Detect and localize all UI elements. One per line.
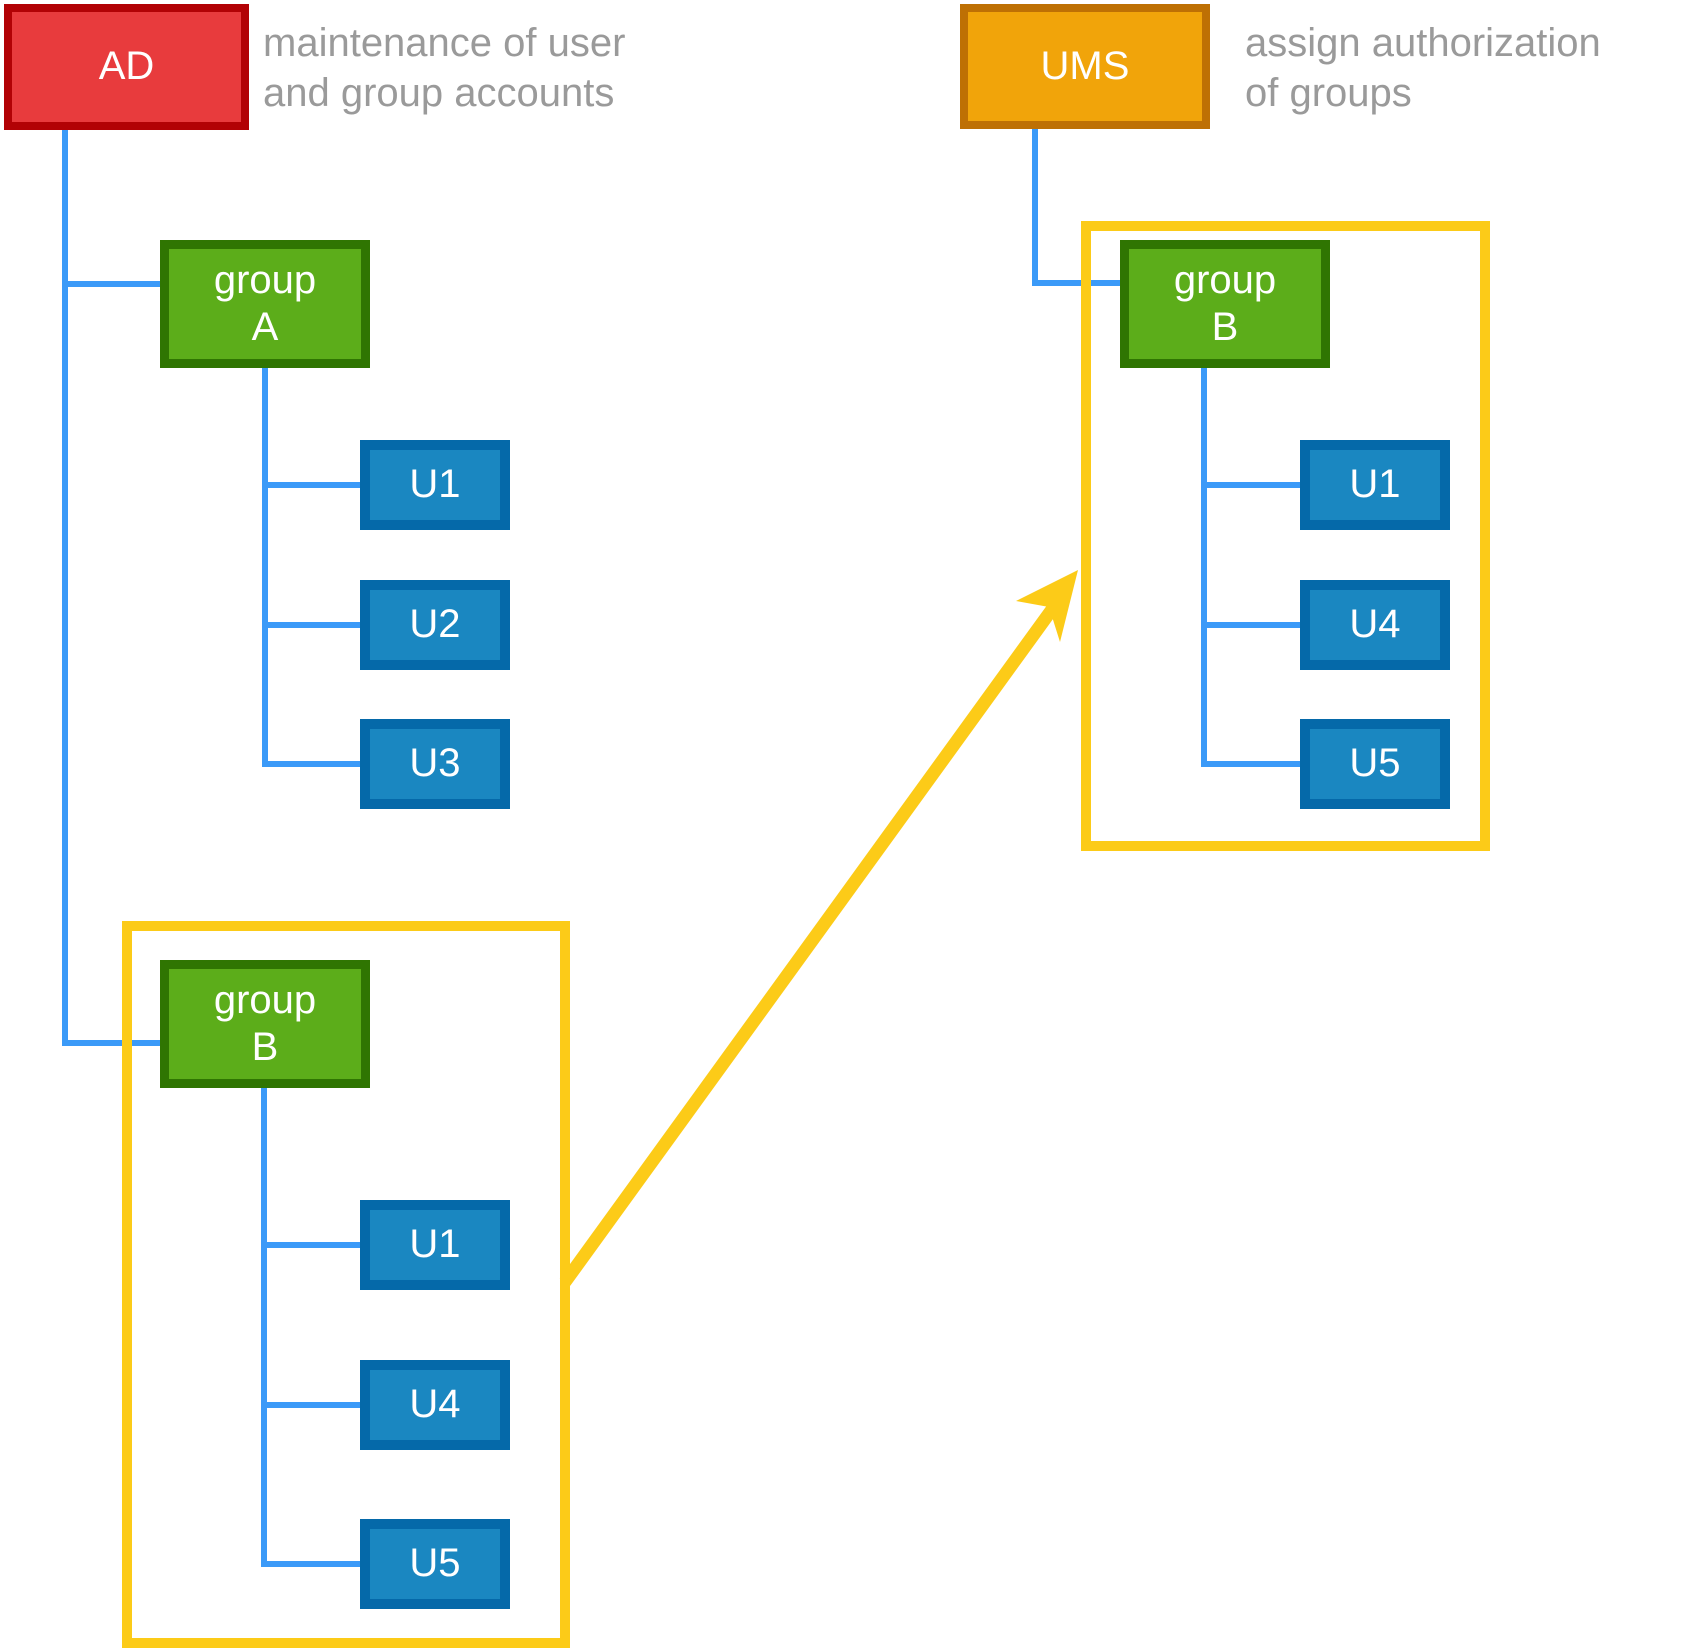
connector-group-b-right-u1	[1201, 482, 1300, 488]
user-label: U5	[409, 1541, 461, 1586]
connector-group-a-stem	[262, 366, 268, 767]
connector-ums-to-group-b	[1032, 280, 1120, 286]
ad-group-a-box: group A	[160, 240, 370, 368]
ums-group-b-box: group B	[1120, 240, 1330, 368]
highlight-rect-ums-group-b	[1081, 221, 1490, 851]
connector-group-a-u2	[262, 622, 360, 628]
connector-group-b-right-stem	[1201, 367, 1207, 767]
user-label: U5	[1349, 741, 1401, 786]
ums-group-b-user-u4: U4	[1300, 580, 1450, 670]
ad-box-label: AD	[98, 44, 155, 89]
ad-group-a-user-u2: U2	[360, 580, 510, 670]
ad-group-b-user-u1: U1	[360, 1200, 510, 1290]
ums-group-b-user-u5: U5	[1300, 719, 1450, 809]
ums-annotation: assign authorization of groups	[1245, 21, 1601, 115]
connector-ad-to-group-b	[62, 1040, 160, 1046]
connector-group-b-left-u1	[261, 1242, 360, 1248]
connector-group-b-left-u4	[261, 1402, 360, 1408]
ums-group-b-user-u1: U1	[1300, 440, 1450, 530]
ums-box: UMS	[960, 4, 1210, 129]
connector-ums-trunk	[1032, 127, 1038, 286]
connector-group-a-u3	[262, 761, 360, 767]
connector-group-a-u1	[262, 482, 360, 488]
connector-group-b-left-u5	[261, 1561, 360, 1567]
user-label: U4	[409, 1382, 461, 1427]
user-label: U1	[409, 1222, 461, 1267]
connector-ad-trunk	[62, 128, 68, 1046]
ad-group-b-label: group B	[213, 977, 317, 1069]
connector-ad-to-group-a	[62, 281, 160, 287]
ums-group-b-label: group B	[1173, 257, 1277, 349]
ad-group-b-box: group B	[160, 960, 370, 1088]
connector-group-b-right-u5	[1201, 761, 1300, 767]
user-label: U1	[409, 462, 461, 507]
ad-group-b-user-u4: U4	[360, 1360, 510, 1450]
ad-group-a-label: group A	[213, 257, 317, 349]
user-label: U3	[409, 741, 461, 786]
user-label: U4	[1349, 602, 1401, 647]
ad-annotation: maintenance of user and group accounts	[263, 21, 626, 115]
user-label: U1	[1349, 462, 1401, 507]
ad-group-b-user-u5: U5	[360, 1519, 510, 1609]
connector-group-b-left-stem	[261, 1086, 267, 1567]
ad-group-a-user-u3: U3	[360, 719, 510, 809]
connector-group-b-right-u4	[1201, 622, 1300, 628]
ad-group-a-user-u1: U1	[360, 440, 510, 530]
ad-box: AD	[4, 4, 249, 130]
ums-box-label: UMS	[1040, 43, 1130, 88]
user-label: U2	[409, 602, 461, 647]
